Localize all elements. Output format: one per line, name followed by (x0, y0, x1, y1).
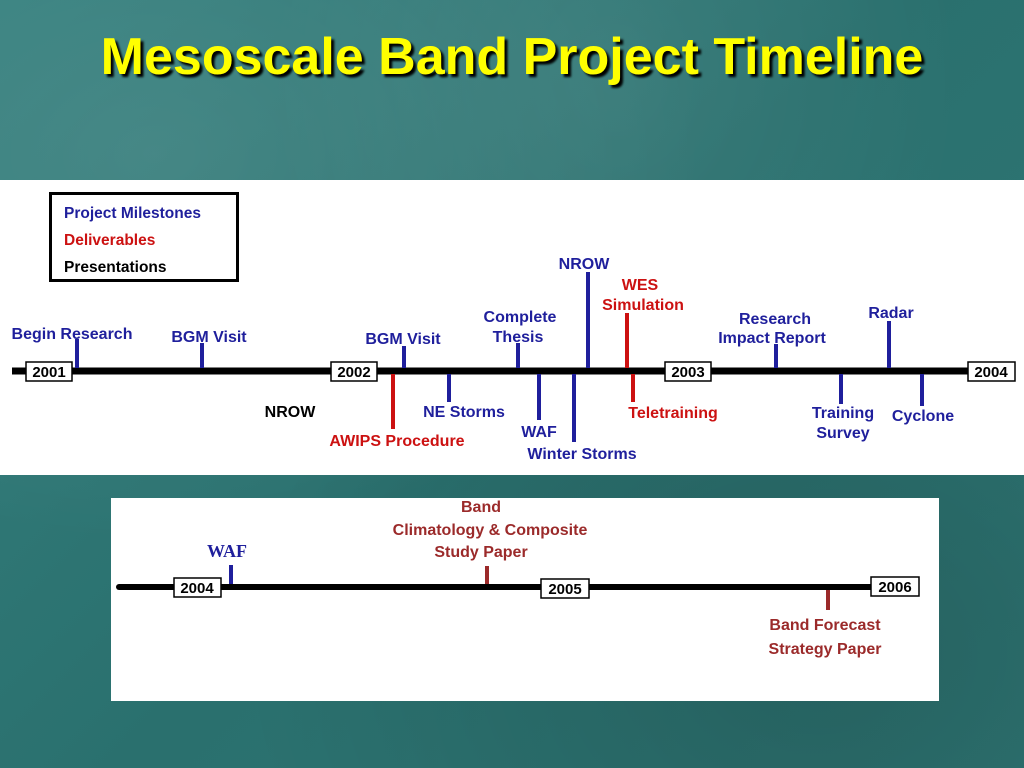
label-ne-storms: NE Storms (423, 404, 505, 421)
label-nrow-1: NROW (265, 404, 317, 421)
svg-text:2004: 2004 (974, 364, 1008, 381)
svg-text:2006: 2006 (878, 579, 911, 596)
label-bgm-visit-1: BGM Visit (171, 329, 247, 346)
svg-text:2005: 2005 (548, 581, 581, 598)
year-box-2004: 2004 (967, 361, 1016, 382)
label-nrow-2: NROW (559, 256, 611, 273)
label-winter-storms: Winter Storms (527, 446, 636, 463)
label-awips-procedure: AWIPS Procedure (329, 433, 464, 450)
year-box-2004-b: 2004 (173, 577, 222, 598)
year-box-2002: 2002 (330, 361, 378, 382)
label-teletraining: Teletraining (628, 405, 718, 422)
year-box-2006: 2006 (870, 576, 920, 597)
year-box-2003: 2003 (664, 361, 712, 382)
timeline-panel-2001-2004: Project Milestones Deliverables Presenta… (0, 180, 1024, 475)
timeline-1-svg: 2001 2002 2003 2004 Begin Research (12, 256, 1016, 463)
svg-text:2002: 2002 (337, 364, 370, 381)
label-bgm-visit-2: BGM Visit (365, 331, 441, 348)
label-waf: WAF (521, 424, 557, 441)
label-radar: Radar (868, 305, 913, 322)
legend-milestones: Project Milestones (64, 205, 201, 222)
legend-presentations: Presentations (64, 259, 167, 276)
label-waf-2: WAF (207, 541, 247, 561)
svg-text:2001: 2001 (32, 364, 65, 381)
year-box-2005: 2005 (540, 578, 590, 599)
label-cyclone: Cyclone (892, 408, 954, 425)
legend: Project Milestones Deliverables Presenta… (49, 192, 239, 282)
label-begin-research: Begin Research (12, 326, 133, 343)
svg-text:2004: 2004 (180, 580, 214, 597)
year-box-2001: 2001 (25, 361, 73, 382)
svg-text:2003: 2003 (671, 364, 704, 381)
page-title: Mesoscale Band Project Timeline (100, 28, 924, 86)
legend-deliverables: Deliverables (64, 232, 156, 249)
